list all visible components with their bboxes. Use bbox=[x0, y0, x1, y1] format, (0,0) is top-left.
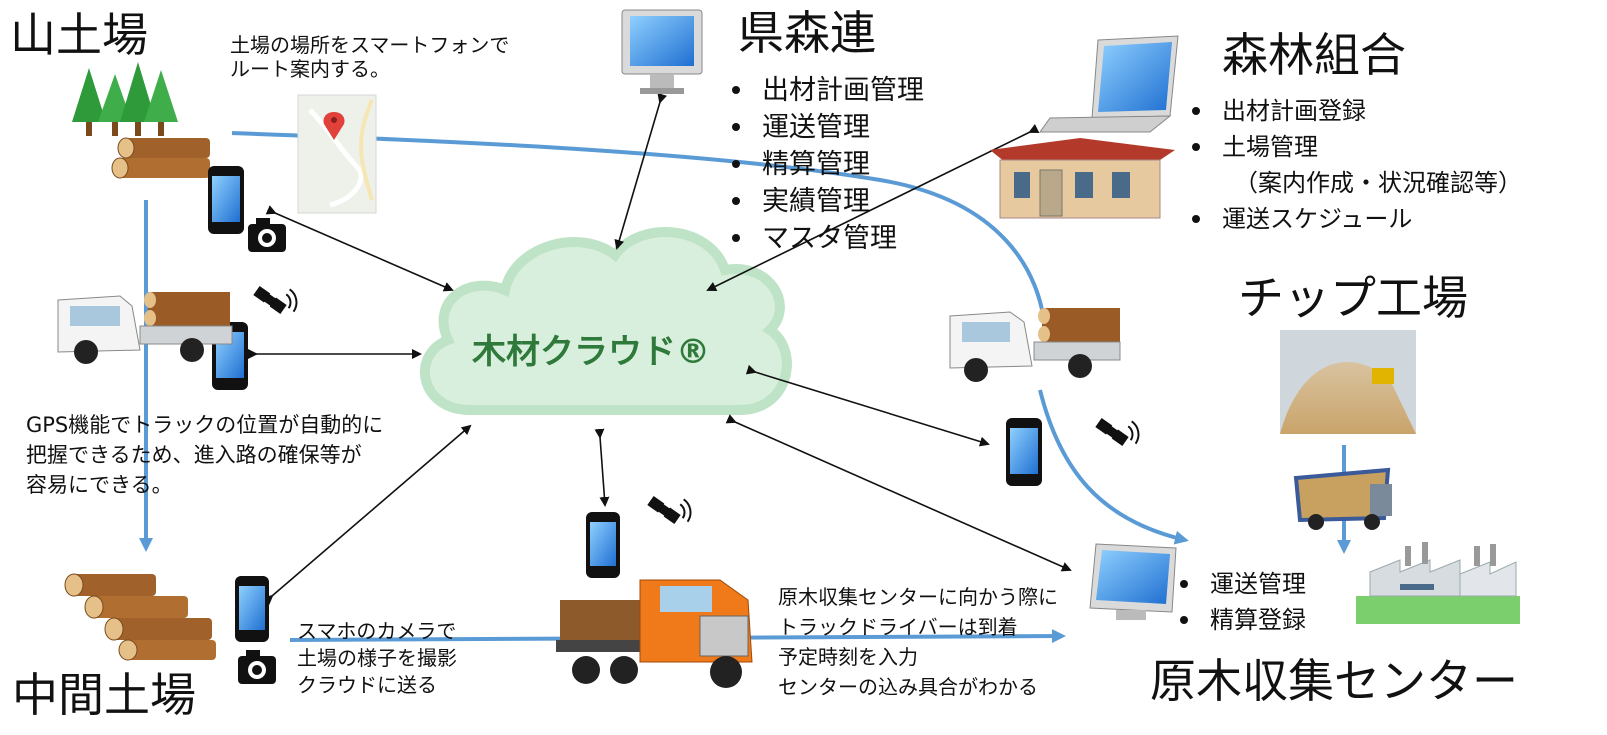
list-item: 出材計画管理 bbox=[728, 72, 924, 109]
label-yamadoba: 山土場 bbox=[10, 8, 148, 62]
wood-cloud bbox=[420, 227, 792, 415]
label-chukan-doba: 中間土場 bbox=[12, 668, 196, 722]
arrival-note: 原木収集センターに向かう際に トラックドライバーは到着 予定時刻を入力 センター… bbox=[778, 582, 1058, 702]
camera-note-line: クラウドに送る bbox=[297, 673, 437, 697]
camera-note-line: スマホのカメラで bbox=[297, 619, 457, 643]
map-note-line: ルート案内する。 bbox=[230, 57, 390, 81]
list-item: マスタ管理 bbox=[728, 220, 924, 257]
map-note: 土場の場所をスマートフォンで ルート案内する。 bbox=[230, 33, 509, 81]
gps-note-line: 把握できるため、進入路の確保等が bbox=[26, 443, 362, 467]
list-item: 精算管理 bbox=[728, 146, 924, 183]
list-item: 運送管理 bbox=[728, 109, 924, 146]
connection-arrows bbox=[248, 92, 1072, 606]
camera-icons bbox=[238, 218, 286, 684]
label-kenshinren: 県森連 bbox=[738, 6, 876, 60]
center-monitor-image bbox=[1089, 543, 1177, 620]
list-item-sub: （案内作成・状況確認等） bbox=[1234, 169, 1522, 197]
gps-note-line: GPS機能でトラックの位置が自動的に bbox=[26, 413, 384, 437]
factory-image bbox=[1356, 542, 1520, 624]
laptop-image bbox=[1039, 35, 1179, 133]
list-item: 運送管理 bbox=[1176, 566, 1306, 602]
arrival-note-line: トラックドライバーは到着 bbox=[778, 615, 1018, 639]
map-thumbnail bbox=[297, 94, 377, 214]
arrival-note-line: 予定時刻を入力 bbox=[778, 645, 918, 669]
office-building-image bbox=[990, 138, 1175, 219]
gps-note: GPS機能でトラックの位置が自動的に 把握できるため、進入路の確保等が 容易にで… bbox=[26, 410, 383, 500]
camera-note-line: 土場の様子を撮影 bbox=[297, 646, 457, 670]
map-pin-icon bbox=[323, 112, 345, 140]
desktop-monitor-image bbox=[621, 9, 703, 94]
arrival-note-line: 原木収集センターに向かう際に bbox=[778, 585, 1058, 609]
log-truck-image-right bbox=[949, 308, 1121, 382]
orange-log-truck-image bbox=[556, 579, 753, 688]
label-shinrin-kumiai: 森林組合 bbox=[1222, 28, 1406, 82]
cloud-label: 木材クラウド® bbox=[472, 332, 710, 372]
label-chip-factory: チップ工場 bbox=[1238, 271, 1468, 325]
map-note-line: 土場の場所をスマートフォンで bbox=[230, 33, 510, 57]
label-genboku-center: 原木収集センター bbox=[1150, 654, 1518, 708]
chip-factory-photo bbox=[1280, 330, 1416, 434]
logs-image-chukan bbox=[64, 573, 216, 661]
flow-line-truck-to-center bbox=[1038, 389, 1189, 545]
kenshinren-function-list: 出材計画管理 運送管理 精算管理 実績管理 マスタ管理 bbox=[728, 72, 924, 257]
list-item: 土場管理 bbox=[1188, 129, 1522, 165]
chip-dump-truck-image bbox=[1293, 467, 1392, 530]
log-truck-image-left bbox=[57, 292, 233, 364]
logs-image-yamadoba bbox=[111, 137, 210, 179]
camera-note: スマホのカメラで 土場の様子を撮影 クラウドに送る bbox=[297, 618, 457, 699]
center-function-list: 運送管理 精算登録 bbox=[1176, 566, 1306, 638]
list-item: 実績管理 bbox=[728, 183, 924, 220]
list-item: 精算登録 bbox=[1176, 602, 1306, 638]
list-item: 出材計画登録 bbox=[1188, 93, 1522, 129]
gps-note-line: 容易にできる。 bbox=[26, 473, 173, 497]
forest-trees-image bbox=[72, 62, 178, 136]
satellite-icons bbox=[253, 286, 1140, 524]
arrival-note-line: センターの込み具合がわかる bbox=[778, 675, 1038, 699]
kumiai-function-list: 出材計画登録 土場管理 （案内作成・状況確認等） 運送スケジュール bbox=[1188, 93, 1522, 237]
list-item: 運送スケジュール bbox=[1188, 201, 1522, 237]
